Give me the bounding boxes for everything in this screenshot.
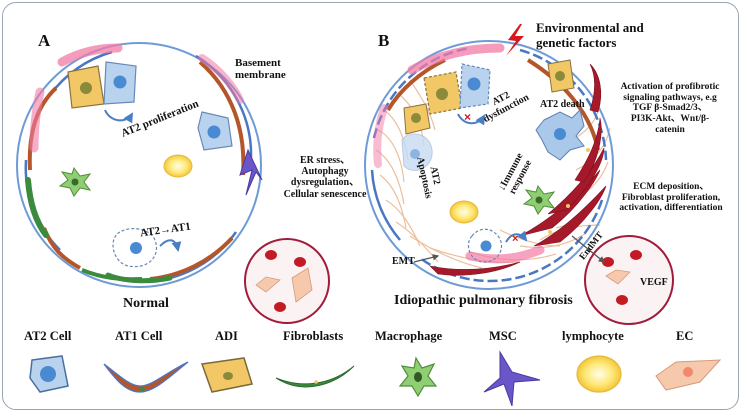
at2-death-label: AT2 death (540, 99, 585, 110)
normal-title: Normal (123, 296, 169, 311)
at2-cells-ipf: × × (401, 59, 585, 263)
lymphocyte-icon (576, 355, 622, 393)
lightning-bolt-icon (506, 24, 524, 56)
environmental-line-1: Environmental and (536, 20, 644, 35)
emt-label: EMT (392, 256, 415, 267)
legend-lymphocyte: lymphocyte (562, 329, 624, 343)
lymphocyte-ipf (449, 200, 479, 224)
ecm-line-2: Fibroblast proliferation, (621, 192, 721, 203)
legend-icons (29, 350, 722, 407)
ecm-deposition-label: ECM deposition、 Fibroblast proliferation… (606, 182, 736, 214)
environmental-line-2: genetic factors (536, 34, 617, 50)
vegf-label: VEGF (640, 277, 668, 288)
ecm-line-3: activation, differentiation (619, 203, 723, 214)
basement-membrane-label: Basement membrane (235, 57, 286, 82)
vessel-normal (244, 238, 330, 324)
panel-a-label: A (38, 31, 51, 50)
pathways-line-4: PI3K-Akt、Wnt/β- (630, 113, 710, 124)
svg-text:×: × (464, 110, 471, 124)
lymphocyte-normal (163, 154, 193, 178)
pathways-line-1: Activation of profibrotic (620, 82, 720, 92)
stress-line-2: Autophagy (301, 166, 349, 178)
ipf-title: Idiopathic pulmonary fibrosis (394, 293, 573, 308)
stress-line-3: dysregulation、 (290, 177, 360, 189)
stress-line-4: Cellular senescence (283, 188, 367, 200)
legend-at2-cell: AT2 Cell (24, 329, 72, 343)
fibroblast-icon (275, 365, 355, 388)
environmental-label: Environmental and genetic factors (536, 20, 644, 50)
stress-factors-label: ER stress、 Autophagy dysregulation、 Cell… (266, 155, 384, 200)
msc-icon (483, 350, 541, 407)
profibrotic-pathways-label: Activation of profibrotic signaling path… (605, 82, 735, 135)
ecm-line-1: ECM deposition、 (633, 182, 709, 192)
pathways-line-2: signaling pathways, e.g (623, 92, 717, 103)
panel-b-label: B (378, 31, 390, 50)
legend-msc: MSC (489, 329, 517, 343)
at1-cell-icon (103, 361, 189, 393)
pathways-line-3: TGF β-Smad2/3、 (632, 103, 708, 114)
ipf-alveolus (364, 40, 614, 290)
ecm-fibers (429, 63, 607, 276)
svg-text:×: × (512, 233, 518, 245)
at2-to-at1-cell (112, 228, 158, 268)
figure-frame (2, 2, 739, 410)
legend-at1-cell: AT1 Cell (115, 329, 163, 343)
at2-cell-group-normal (67, 61, 233, 268)
pathways-line-5: catenin (655, 124, 685, 135)
legend-adi: ADI (215, 329, 238, 343)
legend-ec: EC (676, 329, 694, 343)
stress-line-1: ER stress、 (299, 155, 351, 166)
normal-alveolus (16, 42, 263, 288)
vessel-ipf (571, 235, 674, 325)
legend-macrophage: Macrophage (375, 329, 443, 343)
legend-fibroblasts: Fibroblasts (283, 329, 344, 343)
